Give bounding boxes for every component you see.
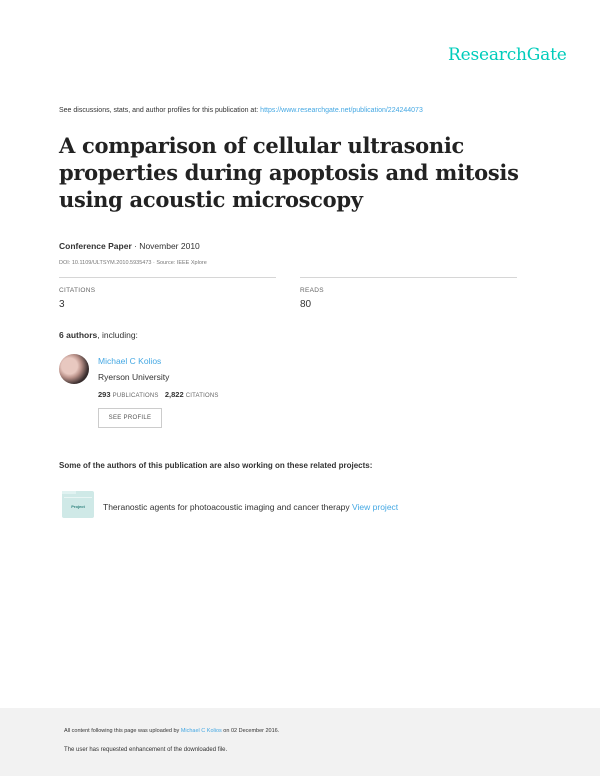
publication-date: · November 2010 xyxy=(131,241,200,251)
upload-prefix: All content following this page was uplo… xyxy=(64,728,181,734)
author-institution: Ryerson University xyxy=(98,372,170,382)
authors-count: 6 authors, including: xyxy=(59,330,138,340)
divider-reads xyxy=(300,277,517,278)
author-citations-count: 2,822 xyxy=(164,390,184,399)
intro-text: See discussions, stats, and author profi… xyxy=(59,107,423,114)
uploader-link[interactable]: Michael C Kolios xyxy=(180,728,222,734)
folder-line xyxy=(64,497,92,498)
project-item: Theranostic agents for photoacoustic ima… xyxy=(103,502,398,512)
see-profile-button[interactable]: SEE PROFILE xyxy=(98,408,162,428)
view-project-link[interactable]: View project xyxy=(352,502,399,512)
publication-url-link[interactable]: https://www.researchgate.net/publication… xyxy=(260,107,423,114)
author-citations-label: CITATIONS xyxy=(185,393,219,399)
footer: All content following this page was uplo… xyxy=(0,708,600,776)
reads-label: READS xyxy=(300,287,324,294)
authors-count-bold: 6 authors xyxy=(59,330,98,340)
citations-label: CITATIONS xyxy=(59,287,96,294)
publication-meta: Conference Paper · November 2010 xyxy=(59,241,200,251)
author-name-link[interactable]: Michael C Kolios xyxy=(98,356,162,366)
citations-value: 3 xyxy=(59,299,65,310)
author-publications-count: 293 xyxy=(98,390,111,399)
project-title: Theranostic agents for photoacoustic ima… xyxy=(103,502,353,512)
upload-info: All content following this page was uplo… xyxy=(64,728,279,734)
upload-suffix: on 02 December 2016. xyxy=(221,728,280,734)
author-stats: 293 PUBLICATIONS 2,822 CITATIONS xyxy=(98,390,219,399)
author-avatar[interactable] xyxy=(59,354,89,384)
reads-value: 80 xyxy=(300,299,312,310)
folder-tab xyxy=(62,491,76,494)
project-icon-label: Project xyxy=(71,504,85,509)
divider-citations xyxy=(59,277,276,278)
researchgate-logo[interactable]: ResearchGate xyxy=(448,45,567,65)
publication-type: Conference Paper xyxy=(59,241,132,251)
publication-title: A comparison of cellular ultrasonic prop… xyxy=(59,133,519,212)
author-publications-label: PUBLICATIONS xyxy=(112,393,159,399)
intro-label: See discussions, stats, and author profi… xyxy=(59,107,261,114)
enhancement-note: The user has requested enhancement of th… xyxy=(64,747,228,753)
related-projects-heading: Some of the authors of this publication … xyxy=(59,461,373,470)
doi-source: DOI: 10.1109/ULTSYM.2010.5935473 · Sourc… xyxy=(59,260,207,266)
project-folder-icon: Project xyxy=(62,491,94,518)
authors-count-rest: , including: xyxy=(97,330,138,340)
